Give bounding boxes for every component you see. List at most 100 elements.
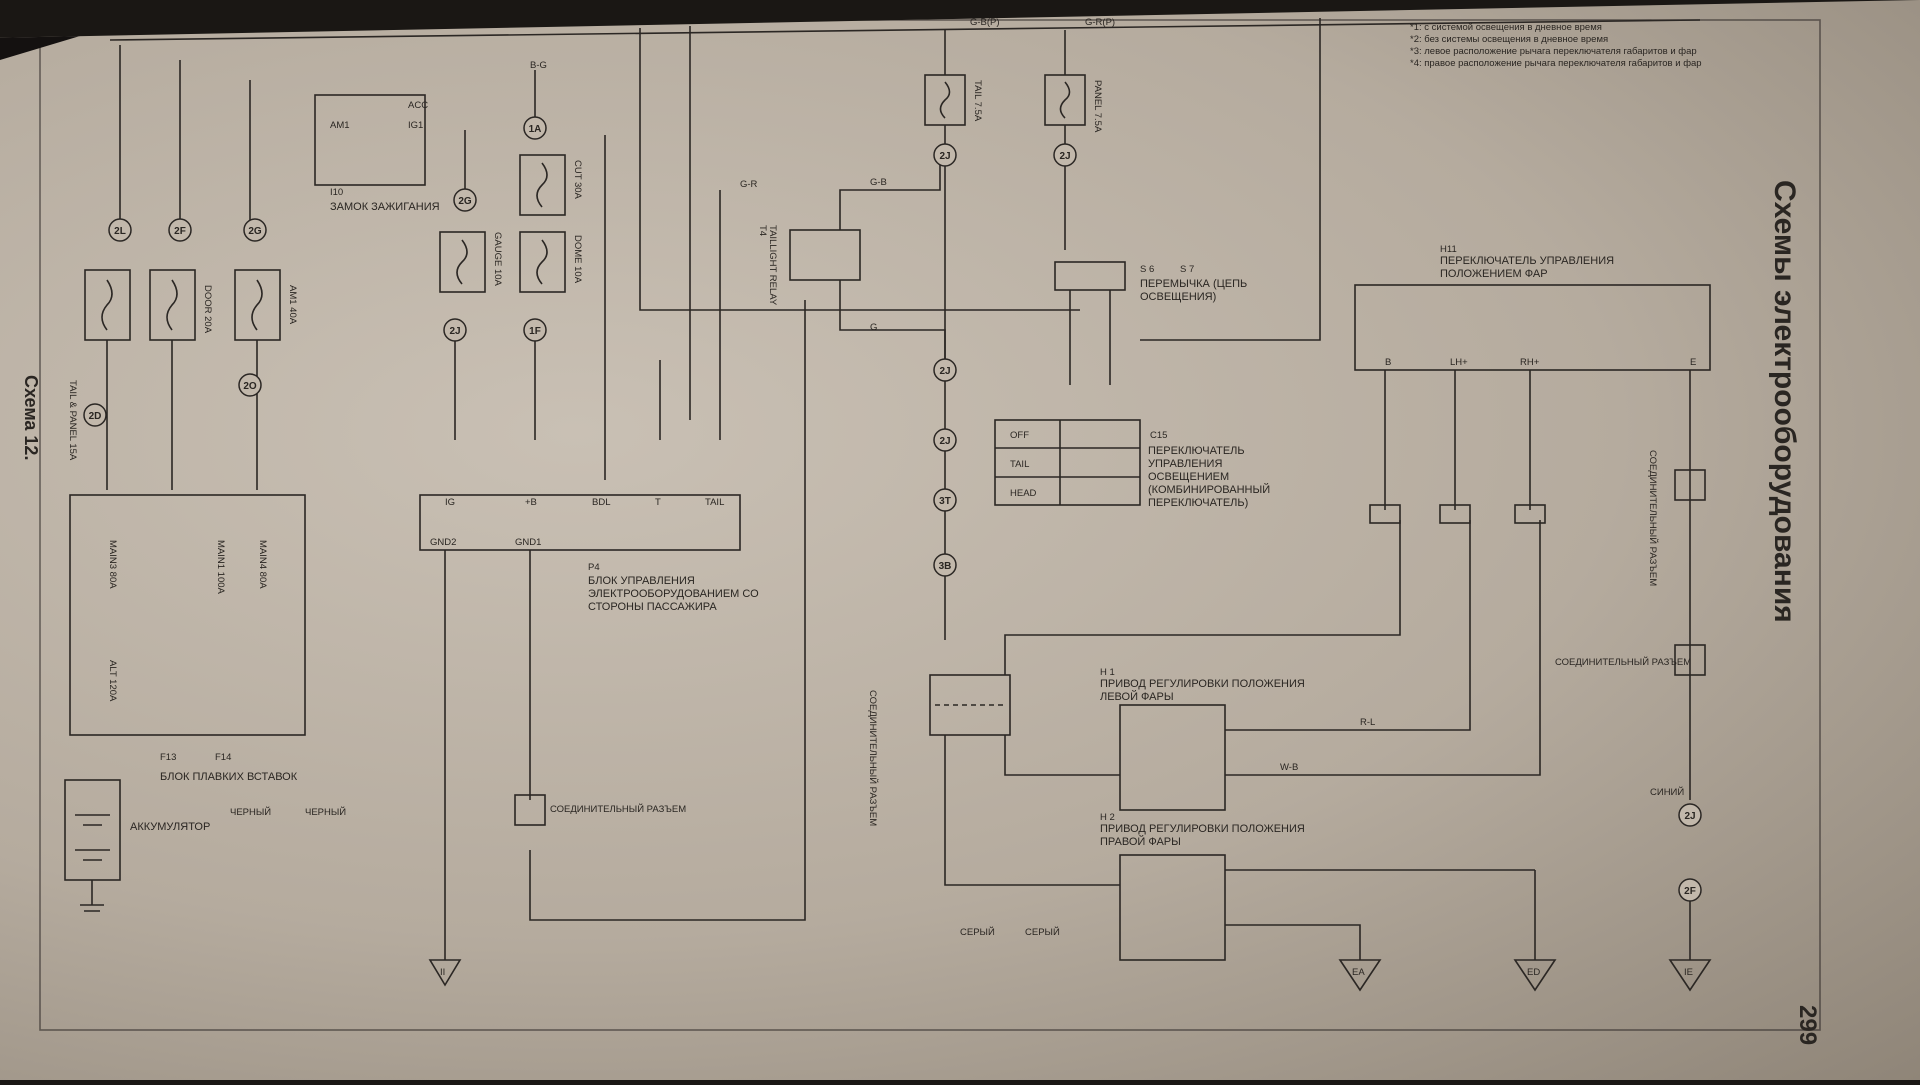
ground-ED (1513, 959, 1557, 992)
connector-2F (168, 218, 192, 242)
jumper-block (1054, 261, 1126, 291)
connector-2O (238, 373, 262, 397)
svg-text:СОЕДИНИТЕЛЬНЫЙ РАЗЪЕМ: СОЕДИНИТЕЛЬНЫЙ РАЗЪЕМ (1647, 450, 1659, 586)
page-shadow (0, 0, 200, 60)
svg-text:2F: 2F (174, 226, 186, 237)
joint-j7-left (514, 794, 546, 826)
svg-text:H 1: H 1 (1100, 667, 1115, 678)
fuse-tail-panel-label: TAIL & PANEL 15A (67, 380, 78, 461)
svg-text:I10: I10 (330, 187, 343, 198)
svg-text:2J: 2J (939, 151, 950, 162)
svg-text:+B: +B (525, 497, 537, 508)
fuse-cut (519, 154, 566, 216)
headlight-switch-label: ПЕРЕКЛЮЧАТЕЛЬ УПРАВЛЕНИЯ ПОЛОЖЕНИЕМ ФАР (1440, 255, 1615, 280)
connector-2G-b (453, 188, 477, 212)
connector-2L (108, 218, 132, 242)
svg-text:2J: 2J (939, 366, 950, 377)
svg-text:W-B: W-B (1280, 762, 1298, 773)
svg-text:СЕРЫЙ: СЕРЫЙ (1025, 926, 1060, 938)
svg-text:F13: F13 (160, 752, 176, 763)
svg-text:F14: F14 (215, 752, 231, 763)
connector-2G (243, 218, 267, 242)
svg-text:IG1: IG1 (408, 120, 423, 131)
note-3: *3: левое расположение рычага переключат… (1410, 46, 1697, 57)
diagram-frame (39, 19, 1821, 1031)
light-switch (994, 419, 1141, 506)
control-unit-label: БЛОК УПРАВЛЕНИЯ ЭЛЕКТРООБОРУДОВАНИЕМ СО … (588, 575, 759, 613)
svg-text:GND1: GND1 (515, 537, 541, 548)
svg-text:IG: IG (445, 497, 455, 508)
connector-IA1-a (1369, 504, 1401, 524)
note-2: *2: без системы освещения в дневное врем… (1410, 34, 1608, 45)
ignition-label: ЗАМОК ЗАЖИГАНИЯ (330, 201, 440, 213)
svg-text:СОЕДИНИТЕЛЬНЫЙ РАЗЪЕМ: СОЕДИНИТЕЛЬНЫЙ РАЗЪЕМ (550, 803, 686, 815)
svg-text:2J: 2J (1059, 151, 1070, 162)
svg-text:II: II (440, 967, 445, 978)
right-actuator (1119, 854, 1226, 961)
svg-text:TAIL: TAIL (1010, 459, 1029, 470)
svg-text:PANEL 7.5A: PANEL 7.5A (1092, 80, 1103, 133)
joint-connector-j1 (929, 674, 1011, 736)
svg-text:G-B: G-B (870, 177, 887, 188)
connector-IA1-b (1439, 504, 1471, 524)
svg-text:E: E (1690, 357, 1696, 368)
svg-text:H 2: H 2 (1100, 812, 1115, 823)
svg-text:2J: 2J (1684, 811, 1695, 822)
svg-text:H11: H11 (1440, 244, 1457, 255)
connector-1A (523, 116, 547, 140)
svg-text:2L: 2L (114, 226, 126, 237)
page-title: Схемы электрооборудования (1768, 180, 1801, 623)
bus-wire-top (109, 19, 1701, 41)
svg-text:T: T (655, 497, 661, 508)
connector-2D (83, 403, 107, 427)
svg-text:BDL: BDL (592, 497, 610, 508)
svg-text:1A: 1A (529, 124, 542, 135)
svg-text:TAILLIGHT RELAY: TAILLIGHT RELAY (767, 225, 778, 306)
svg-text:СИНИЙ: СИНИЙ (1650, 786, 1684, 798)
fuse-gauge (439, 231, 486, 293)
svg-text:СОЕДИНИТЕЛЬНЫЙ РАЗЪЕМ: СОЕДИНИТЕЛЬНЫЙ РАЗЪЕМ (1555, 656, 1691, 668)
svg-text:ЧЕРНЫЙ: ЧЕРНЫЙ (305, 806, 346, 818)
note-4: *4: правое расположение рычага переключа… (1410, 58, 1702, 69)
svg-text:CUT 30A: CUT 30A (572, 160, 583, 200)
svg-text:G: G (870, 322, 877, 333)
svg-text:OFF: OFF (1010, 430, 1029, 441)
ground-EA (1338, 959, 1382, 992)
svg-text:EA: EA (1352, 967, 1365, 978)
svg-text:СЕРЫЙ: СЕРЫЙ (960, 926, 995, 938)
svg-text:MAIN3 80A: MAIN3 80A (107, 540, 118, 589)
taillight-relay (789, 229, 861, 281)
fuse-door-label: DOOR 20A (202, 285, 213, 334)
fuse-am1-label: AM1 40A (287, 285, 298, 325)
control-unit (419, 494, 741, 551)
connector-2J-low (933, 428, 957, 452)
fuse-block-label: БЛОК ПЛАВКИХ ВСТАВОК (160, 771, 298, 783)
svg-text:P4: P4 (588, 562, 600, 573)
svg-text:G-B(P): G-B(P) (970, 17, 1000, 28)
svg-text:S 6: S 6 (1140, 264, 1154, 275)
svg-text:R-L: R-L (1360, 717, 1375, 728)
svg-text:RH+: RH+ (1520, 357, 1540, 368)
left-actuator (1119, 704, 1226, 811)
svg-text:MAIN4 80A: MAIN4 80A (257, 540, 268, 589)
svg-text:ED: ED (1527, 967, 1540, 978)
svg-text:T4: T4 (757, 225, 768, 236)
svg-text:2D: 2D (89, 411, 102, 422)
svg-text:GAUGE 10A: GAUGE 10A (492, 232, 503, 287)
svg-text:AM1: AM1 (330, 120, 350, 131)
svg-text:ACC: ACC (408, 100, 428, 111)
svg-text:1F: 1F (529, 326, 541, 337)
svg-text:IE: IE (1684, 967, 1693, 978)
svg-text:HEAD: HEAD (1010, 488, 1037, 499)
bus-wire-4 (1140, 18, 1321, 341)
ignition-switch (314, 94, 426, 186)
svg-text:DOME 10A: DOME 10A (572, 235, 583, 284)
svg-text:G-R(P): G-R(P) (1085, 17, 1115, 28)
svg-text:B-G: B-G (530, 60, 547, 71)
battery-label: АККУМУЛЯТОР (130, 821, 210, 833)
svg-text:B: B (1385, 357, 1391, 368)
right-actuator-label: ПРИВОД РЕГУЛИРОВКИ ПОЛОЖЕНИЯ ПРАВОЙ ФАРЫ (1100, 823, 1305, 848)
svg-text:2J: 2J (449, 326, 460, 337)
